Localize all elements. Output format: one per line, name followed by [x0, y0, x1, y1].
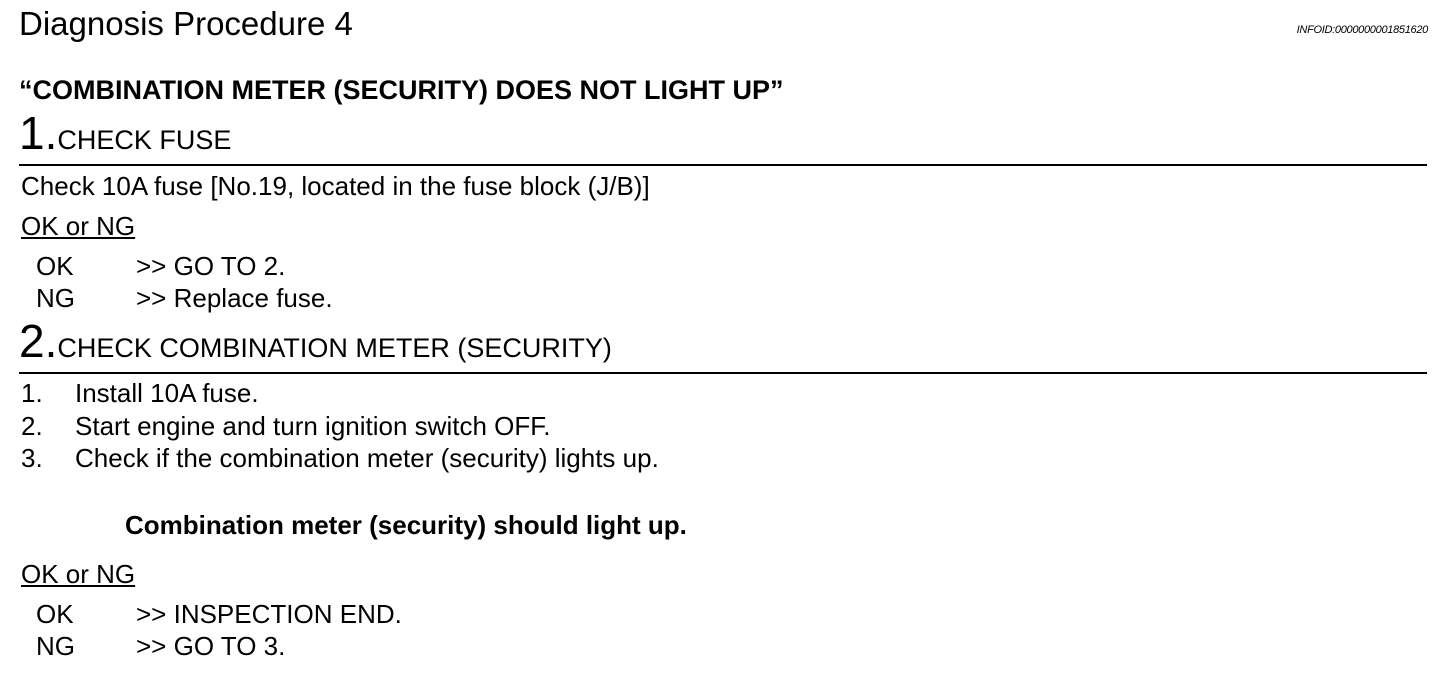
divider	[19, 164, 1427, 166]
page-title: Diagnosis Procedure 4	[19, 5, 353, 42]
info-id: INFOID:0000000001851620	[1296, 24, 1429, 36]
divider	[19, 372, 1427, 374]
step-2-header: 2.CHECK COMBINATION METER (SECURITY)	[19, 316, 612, 373]
result-key-ok: OK	[36, 251, 74, 281]
specification-text: Combination meter (security) should ligh…	[125, 510, 687, 540]
result-key-ng: NG	[36, 631, 75, 661]
result-value-ok: >> GO TO 2.	[136, 251, 286, 281]
ok-or-ng-label: OK or NG	[21, 559, 136, 589]
step-1-instruction: Check 10A fuse [No.19, located in the fu…	[21, 171, 650, 201]
step-dot: .	[44, 107, 58, 159]
list-item-text: Start engine and turn ignition switch OF…	[75, 411, 551, 441]
ok-or-ng-label: OK or NG	[21, 211, 136, 241]
step-title: CHECK COMBINATION METER (SECURITY)	[57, 333, 612, 363]
list-item-text: Check if the combination meter (security…	[75, 443, 659, 473]
procedure-heading: “COMBINATION METER (SECURITY) DOES NOT L…	[19, 75, 784, 105]
result-value-ok: >> INSPECTION END.	[136, 599, 402, 629]
step-1-header: 1.CHECK FUSE	[19, 108, 231, 165]
result-value-ng: >> Replace fuse.	[136, 283, 333, 313]
step-number: 2	[19, 315, 45, 367]
result-key-ng: NG	[36, 283, 75, 313]
result-value-ng: >> GO TO 3.	[136, 631, 286, 661]
list-item-number: 2.	[21, 411, 43, 441]
step-number: 1	[19, 107, 45, 159]
list-item-text: Install 10A fuse.	[75, 378, 259, 408]
step-title: CHECK FUSE	[57, 125, 232, 155]
result-key-ok: OK	[36, 599, 74, 629]
list-item-number: 1.	[21, 378, 43, 408]
step-dot: .	[44, 315, 58, 367]
list-item-number: 3.	[21, 443, 43, 473]
